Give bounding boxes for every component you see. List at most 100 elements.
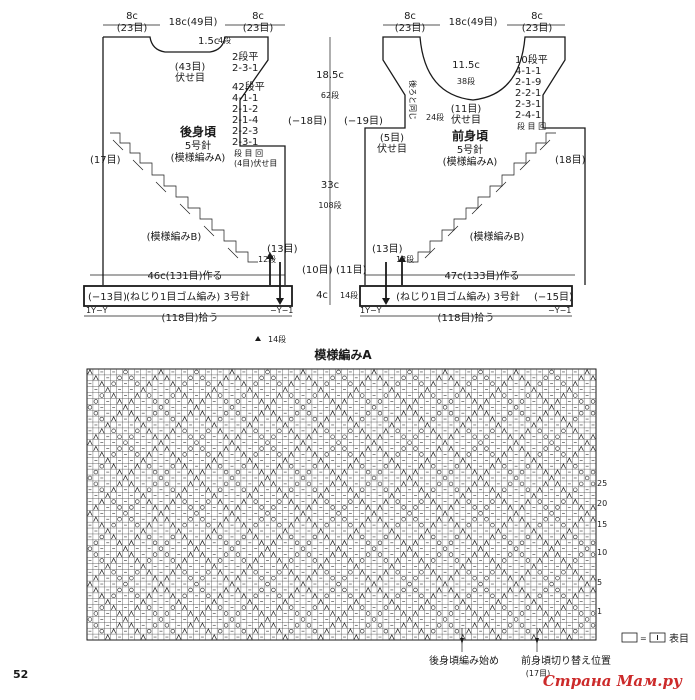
decrease-symbol [182, 628, 188, 634]
yarn-over-symbol [294, 399, 300, 404]
yarn-over-symbol [182, 593, 187, 599]
decrease-symbol [128, 610, 134, 616]
yarn-over-symbol [241, 558, 247, 563]
front-rib-label: (ねじり1目ゴム編み) 3号針 [396, 290, 520, 303]
yarn-over-symbol [555, 375, 560, 381]
decrease-symbol [276, 486, 282, 493]
decrease-symbol [330, 622, 336, 628]
decrease-symbol [253, 392, 259, 398]
decrease-symbol [318, 563, 324, 569]
decrease-symbol [560, 416, 566, 422]
decrease-symbol [489, 628, 495, 634]
yarn-over-symbol [377, 611, 383, 616]
decrease-symbol [182, 604, 188, 610]
yarn-over-symbol [573, 534, 578, 540]
legend-meaning: 表目 [669, 632, 689, 645]
decrease-symbol [122, 404, 129, 410]
yarn-over-symbol [135, 522, 140, 528]
yarn-over-symbol [194, 440, 199, 445]
decrease-symbol [318, 457, 324, 463]
front-cast-on: 47c(133目)作る [444, 270, 519, 282]
yarn-over-symbol [555, 446, 560, 451]
yarn-over-symbol [152, 623, 158, 628]
decrease-symbol [519, 504, 525, 510]
yarn-over-symbol [217, 628, 223, 634]
decrease-symbol [501, 522, 507, 528]
decrease-symbol [205, 463, 211, 469]
yarn-over-symbol [543, 587, 548, 593]
decrease-symbol [176, 457, 182, 463]
yarn-over-symbol [436, 611, 442, 616]
back-shoulder-left-stitches: (23目) [117, 23, 148, 34]
yarn-over-symbol [271, 517, 276, 522]
decrease-symbol [489, 486, 495, 493]
yarn-over-symbol [484, 446, 489, 451]
decrease-symbol [87, 368, 93, 375]
yarn-over-symbol [431, 393, 436, 398]
yarn-over-symbol [507, 623, 513, 628]
yarn-over-symbol [478, 369, 483, 375]
decrease-symbol [170, 451, 176, 457]
decrease-symbol [418, 604, 424, 610]
decrease-symbol [111, 486, 117, 493]
decrease-symbol [543, 539, 549, 546]
yarn-over-symbol [135, 499, 140, 504]
decrease-symbol [460, 598, 466, 605]
decrease-symbol [105, 421, 111, 428]
yarn-over-symbol [365, 540, 371, 545]
decrease-symbol [193, 474, 200, 481]
yarn-over-symbol [170, 534, 176, 540]
decrease-symbol [270, 480, 276, 487]
yarn-over-symbol [253, 570, 258, 575]
decrease-symbol [99, 522, 105, 528]
decrease-symbol [407, 545, 413, 552]
decrease-symbol [158, 368, 164, 375]
back-diagonal-pattern [110, 132, 258, 263]
decrease-symbol [211, 527, 217, 534]
decrease-symbol [341, 610, 348, 616]
yarn-over-symbol [377, 399, 383, 404]
front-side-count: (11目) [336, 265, 367, 276]
page-number: 52 [13, 668, 28, 681]
decrease-symbol [152, 586, 158, 593]
yarn-over-symbol [271, 505, 276, 510]
decrease-symbol [146, 427, 152, 434]
yarn-over-symbol [490, 570, 495, 575]
yarn-over-symbol [543, 517, 548, 522]
yarn-over-symbol [324, 452, 329, 457]
yarn-over-symbol [466, 452, 471, 457]
decrease-symbol [294, 445, 300, 451]
decrease-symbol [117, 551, 123, 557]
yarn-over-symbol [407, 511, 412, 516]
decrease-symbol [537, 557, 543, 563]
yarn-over-symbol [365, 410, 371, 416]
decrease-symbol [176, 598, 182, 605]
decrease-symbol [134, 392, 140, 398]
yarn-over-symbol [413, 517, 418, 522]
decrease-symbol [111, 533, 117, 540]
decrease-symbol [483, 480, 490, 487]
decrease-symbol [549, 474, 555, 481]
yarn-over-symbol [484, 434, 489, 439]
decrease-symbol [140, 492, 146, 499]
yarn-over-symbol [490, 499, 495, 504]
yarn-over-symbol [93, 540, 99, 545]
decrease-symbol [389, 598, 395, 605]
decrease-symbol [134, 557, 140, 563]
chart-row-number-5: 5 [597, 578, 602, 587]
front-ribbing [359, 285, 573, 307]
yarn-over-symbol [472, 575, 477, 581]
decrease-symbol [330, 469, 336, 475]
yarn-over-symbol [365, 469, 371, 475]
decrease-symbol [306, 575, 312, 581]
decrease-symbol [383, 569, 389, 575]
decrease-symbol [537, 533, 543, 540]
decrease-symbol [525, 427, 531, 434]
decrease-symbol [371, 368, 377, 375]
decrease-symbol [448, 575, 454, 581]
decrease-symbol [99, 380, 105, 387]
decrease-symbol [199, 398, 205, 404]
yarn-over-symbol [584, 475, 590, 481]
yarn-over-symbol [271, 587, 276, 593]
decrease-symbol [359, 522, 365, 528]
